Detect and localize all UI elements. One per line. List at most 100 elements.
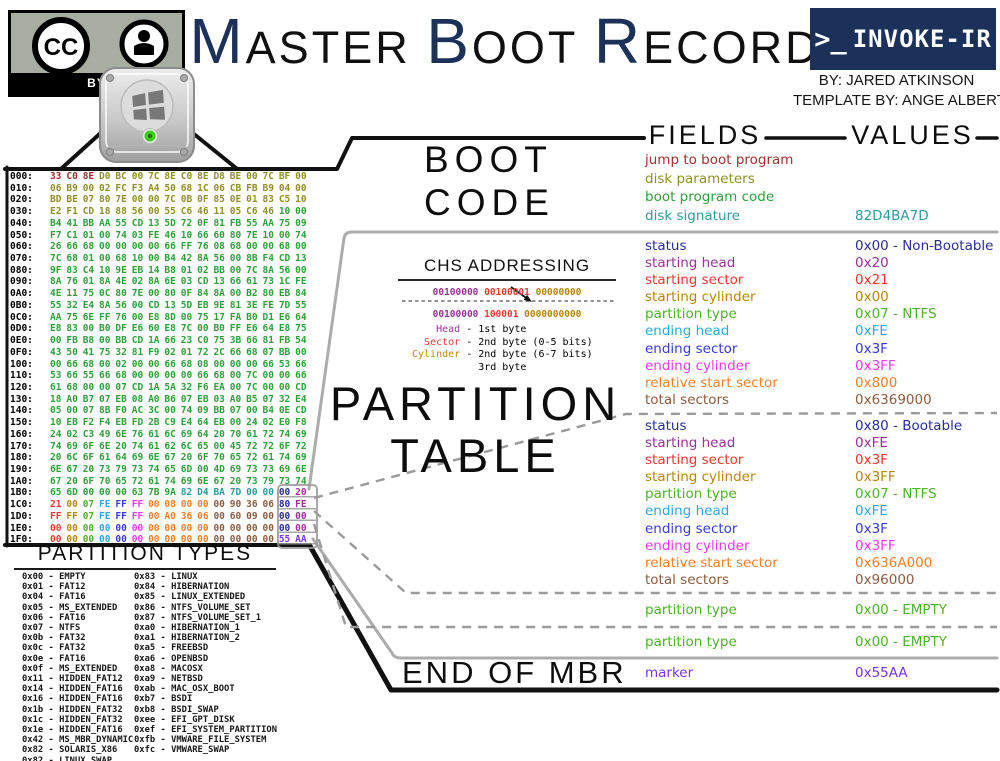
hex-byte: 8A — [197, 253, 209, 265]
hex-offset: 0E0: — [10, 335, 33, 347]
hex-byte: 81 — [262, 335, 274, 347]
hex-byte: 07 — [99, 393, 111, 405]
hex-byte: 1A — [148, 381, 160, 393]
hex-byte: FE — [99, 499, 111, 511]
hex-byte: 4E — [50, 288, 62, 300]
field-label: starting cylinder — [645, 289, 756, 306]
hex-byte: 00 — [295, 346, 307, 358]
partition-type-entry: 0x0b - FAT32 — [22, 633, 86, 644]
hex-byte: 7E — [115, 194, 127, 206]
hex-byte: 00 — [82, 487, 95, 499]
field-value: 0x07 - NTFS — [855, 486, 937, 503]
hex-byte: 00 — [278, 370, 291, 382]
hex-byte: 00 — [262, 522, 274, 534]
field-label: starting sector — [645, 272, 744, 289]
hex-byte: 24 — [246, 417, 258, 429]
hex-byte: 00 — [148, 288, 160, 300]
hex-byte: 8A — [148, 276, 160, 288]
hex-byte: 41 — [82, 346, 95, 358]
hex-byte: 3B — [229, 335, 242, 347]
hex-byte: 00 — [229, 264, 242, 276]
hex-byte: 08 — [131, 393, 144, 405]
hex-byte: 00 — [197, 323, 209, 335]
hex-byte: 03 — [180, 276, 193, 288]
hex-byte: 60 — [148, 323, 160, 335]
hex-byte: 00 — [131, 241, 144, 253]
hex-byte: 67 — [164, 452, 176, 464]
hex-byte: CD — [278, 253, 291, 265]
hex-byte: 00 — [295, 206, 307, 218]
hex-byte: F4 — [99, 417, 111, 429]
hex-byte: 53 — [50, 370, 62, 382]
hex-byte: 6E — [164, 276, 176, 288]
hex-byte: 84 — [295, 288, 307, 300]
hex-byte: 03 — [213, 393, 225, 405]
hex-byte: 00 — [131, 534, 144, 546]
hex-byte: 6D — [180, 463, 193, 475]
hex-byte: 00 — [115, 487, 127, 499]
hex-byte: B0 — [246, 311, 258, 323]
hex-byte: C9 — [164, 417, 176, 429]
hex-byte: BA — [213, 487, 225, 499]
hex-byte: 7C — [180, 323, 193, 335]
partition-type-entry: 0xb8 - BSDI_SWAP — [134, 704, 219, 715]
hex-byte: 61 — [148, 440, 160, 452]
hex-byte: 0E — [229, 194, 242, 206]
hex-offset: 010: — [10, 182, 33, 194]
hex-offset: 070: — [10, 253, 33, 265]
chs-packed-bits-after: 00100000 100001 0000000000 — [398, 309, 616, 320]
chs-token: 00100000 — [432, 287, 485, 298]
hex-offset: 120: — [10, 381, 33, 393]
hex-byte: C6 — [246, 206, 258, 218]
title-letter: M — [189, 5, 246, 77]
hex-offset: 180: — [10, 452, 33, 464]
hex-byte: 00 — [148, 253, 160, 265]
title-letter: ASTER — [245, 22, 427, 73]
field-row: disk parameters — [0, 171, 1000, 190]
field-label: starting cylinder — [645, 469, 756, 486]
chs-token: Cylinder — [412, 349, 461, 360]
hex-offset: 0C0: — [10, 311, 33, 323]
hex-byte: 83 — [66, 264, 78, 276]
field-label: partition type — [645, 306, 737, 323]
hex-byte: 07 — [82, 499, 95, 511]
hex-byte: 54 — [295, 335, 307, 347]
hex-byte: 9E — [213, 299, 225, 311]
hex-byte: BB — [213, 264, 225, 276]
hex-byte: 66 — [164, 335, 176, 347]
hex-byte: 84 — [197, 288, 209, 300]
hex-byte: FF — [131, 499, 144, 511]
windows-logo-icon — [132, 89, 166, 121]
hex-byte: 80 — [164, 288, 176, 300]
partition-type-entry: 0xa5 - FREEBSD — [134, 643, 209, 654]
hex-byte: 07 — [262, 346, 274, 358]
field-value: 0x00 - EMPTY — [855, 634, 948, 650]
field-value: 0xFE — [855, 435, 888, 452]
hex-byte: 7D — [229, 487, 242, 499]
hex-byte: 26 — [50, 241, 62, 253]
hex-byte: 6E — [99, 440, 111, 452]
hex-offset: 0A0: — [10, 288, 33, 300]
hex-byte: 67 — [66, 463, 78, 475]
hex-offset: 000: — [10, 171, 33, 182]
hex-byte: 8A — [99, 299, 111, 311]
hex-byte: 4D — [213, 463, 225, 475]
partition-type-entry: 0x01 - FAT12 — [22, 582, 86, 593]
partition-type-entry: 0x11 - HIDDEN_FAT12 — [22, 674, 123, 685]
hex-byte: E8 — [164, 323, 176, 335]
hex-byte: 73 — [246, 475, 258, 487]
hex-byte: 74 — [115, 229, 127, 241]
field-value: 0x3FF — [855, 469, 896, 486]
hex-byte: F9 — [148, 346, 160, 358]
hex-byte: 82 — [180, 487, 193, 499]
hex-byte: 46 — [164, 229, 176, 241]
hex-byte: 10 — [262, 229, 274, 241]
hex-byte: 09 — [246, 510, 258, 522]
